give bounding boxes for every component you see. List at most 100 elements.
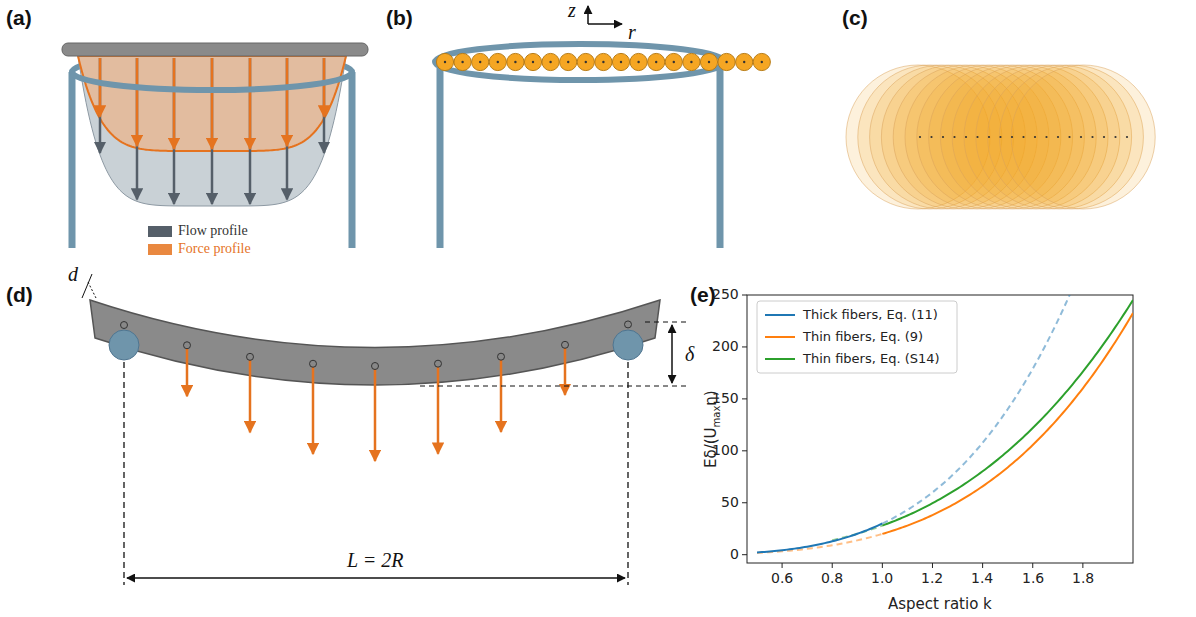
force-arrow xyxy=(312,364,315,454)
fiber-center xyxy=(479,61,481,63)
fiber-center xyxy=(673,61,675,63)
fiber-center xyxy=(1126,136,1128,138)
legend-text: Thin fibers, Eq. (S14) xyxy=(803,352,940,366)
fiber-center xyxy=(549,61,551,63)
x-tick xyxy=(882,563,883,568)
fiber-center xyxy=(637,61,639,63)
node-dot xyxy=(562,341,569,348)
fiber-center xyxy=(999,136,1001,138)
flow-profile xyxy=(78,56,346,206)
fiber-center xyxy=(497,61,499,63)
fiber-center xyxy=(1091,136,1093,138)
tick-label: 1.6 xyxy=(1022,571,1044,586)
fiber xyxy=(595,53,612,70)
ring-front xyxy=(72,72,352,90)
flow-arrow xyxy=(99,58,102,153)
fiber-center xyxy=(567,61,569,63)
y-tick xyxy=(742,398,747,399)
span-ref xyxy=(123,362,124,585)
fiber-center xyxy=(976,136,978,138)
leg xyxy=(717,68,724,248)
tick-label: 1.2 xyxy=(921,571,943,586)
fiber-center xyxy=(1080,136,1082,138)
r-axis xyxy=(588,23,622,25)
force-arrow xyxy=(564,345,567,395)
fiber-center xyxy=(1022,136,1024,138)
support xyxy=(109,330,139,360)
dimension-label: r xyxy=(628,21,636,43)
node-dot xyxy=(121,322,128,329)
force-arrow xyxy=(99,58,102,117)
panel-c xyxy=(846,65,1155,209)
y-tick xyxy=(742,295,747,296)
y-tick xyxy=(742,450,747,451)
fiber-center xyxy=(919,136,921,138)
fiber xyxy=(454,53,471,70)
node-dot xyxy=(435,360,442,367)
panel-label: (a) xyxy=(6,6,32,29)
node-dot xyxy=(372,363,379,370)
fiber-cross-sections xyxy=(436,53,770,70)
fiber xyxy=(612,53,629,70)
legend-text: Thick fibers, Eq. (11) xyxy=(803,308,938,322)
panel-b xyxy=(435,6,770,248)
legend-text: Thin fibers, Eq. (9) xyxy=(803,330,923,344)
fiber-center xyxy=(953,136,955,138)
node-dot xyxy=(625,321,632,328)
fiber-center xyxy=(461,61,463,63)
tick-label: 0.6 xyxy=(771,571,793,586)
fiber-center xyxy=(690,61,692,63)
force-arrow xyxy=(437,364,440,454)
tick-label: 1.0 xyxy=(871,571,893,586)
tick-label: 1.4 xyxy=(971,571,993,586)
fiber-center xyxy=(620,61,622,63)
legend-line xyxy=(765,358,795,360)
span-arrow xyxy=(127,577,625,579)
fiber xyxy=(542,53,559,70)
tick-label: 250 xyxy=(712,287,739,302)
fiber-center xyxy=(655,61,657,63)
fiber xyxy=(524,53,541,70)
flow-arrow xyxy=(211,58,214,204)
dimension-label: L = 2R xyxy=(347,549,403,571)
fiber-center xyxy=(585,61,587,63)
deflection-ref xyxy=(645,322,690,323)
fiber-center xyxy=(1034,136,1036,138)
y-tick xyxy=(742,346,747,347)
fiber xyxy=(560,53,577,70)
fiber-center xyxy=(965,136,967,138)
fiber xyxy=(648,53,665,70)
legend-swatch xyxy=(148,244,172,255)
fiber-center xyxy=(1011,136,1013,138)
force-arrow xyxy=(249,357,252,433)
x-tick xyxy=(982,563,983,568)
flow-arrow xyxy=(286,58,289,199)
fiber xyxy=(436,53,453,70)
fiber-overlap xyxy=(1011,65,1155,209)
fiber-center xyxy=(444,61,446,63)
tick-label: 0.8 xyxy=(821,571,843,586)
legend-line xyxy=(765,336,795,338)
x-tick xyxy=(932,563,933,568)
panel-e xyxy=(742,232,1133,568)
fiber xyxy=(577,53,594,70)
force-arrow xyxy=(136,58,139,146)
fiber-center xyxy=(988,136,990,138)
panel-label: (b) xyxy=(386,6,413,29)
panel-label: (c) xyxy=(842,6,868,29)
span-ref xyxy=(627,362,628,585)
fiber xyxy=(665,53,682,70)
fiber-center xyxy=(514,61,516,63)
fiber-center xyxy=(1057,136,1059,138)
axis-label-part: max xyxy=(711,406,722,428)
force-profile xyxy=(78,56,346,151)
legend-text: Force profile xyxy=(178,241,251,256)
panel-a xyxy=(62,43,368,248)
fiber-center xyxy=(1114,136,1116,138)
node-dot xyxy=(184,342,191,349)
legend-line xyxy=(765,314,795,316)
x-tick xyxy=(1032,563,1033,568)
fiber-center xyxy=(942,136,944,138)
fiber xyxy=(683,53,700,70)
